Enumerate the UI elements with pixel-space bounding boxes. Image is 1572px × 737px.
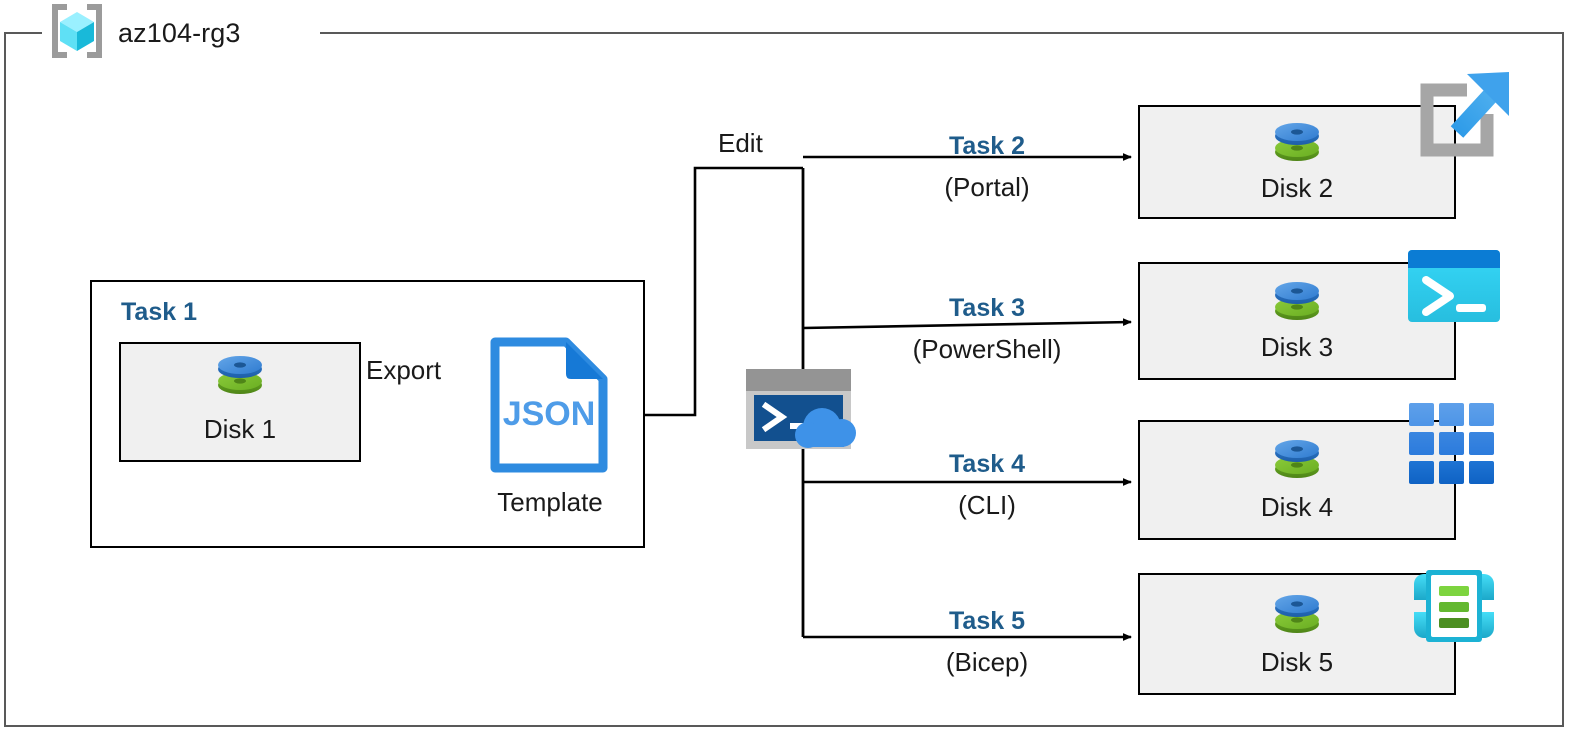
managed-disk-icon <box>1269 591 1325 650</box>
disk2-label: Disk 2 <box>1260 173 1334 203</box>
resource-group-frame <box>4 32 1564 727</box>
svg-text:JSON: JSON <box>503 395 596 433</box>
task2-tool-label: (Portal) <box>944 172 1030 202</box>
resource-group-cube-icon <box>46 2 108 65</box>
disk1-label: Disk 1 <box>203 414 277 444</box>
disk3-label: Disk 3 <box>1260 332 1334 362</box>
task3-label: Task 3 <box>949 294 1025 322</box>
disk5-box: Disk 5 <box>1138 573 1456 695</box>
disk4-label: Disk 4 <box>1260 492 1334 522</box>
json-file-icon: JSON <box>488 335 610 480</box>
task3-tool-label: (PowerShell) <box>912 334 1062 364</box>
powershell-icon <box>1406 248 1502 331</box>
cloud-shell-icon <box>742 365 867 462</box>
resource-group-badge: az104-rg3 <box>46 2 240 64</box>
export-label: Export <box>366 355 442 385</box>
azure-cli-icon <box>1408 402 1496 491</box>
bicep-icon <box>1406 558 1502 659</box>
managed-disk-icon <box>1269 119 1325 178</box>
disk2-box: Disk 2 <box>1138 105 1456 219</box>
managed-disk-icon <box>212 352 268 411</box>
task1-heading: Task 1 <box>121 298 197 326</box>
disk5-label: Disk 5 <box>1260 647 1334 677</box>
resource-group-name: az104-rg3 <box>118 17 241 48</box>
disk4-box: Disk 4 <box>1138 420 1456 540</box>
task4-tool-label: (CLI) <box>958 490 1016 520</box>
task5-tool-label: (Bicep) <box>945 647 1029 677</box>
azure-portal-icon <box>1405 62 1517 172</box>
edit-label: Edit <box>718 128 763 158</box>
task4-label: Task 4 <box>949 450 1025 478</box>
template-label: Template <box>497 487 603 517</box>
managed-disk-icon <box>1269 278 1325 337</box>
disk3-box: Disk 3 <box>1138 262 1456 380</box>
disk1-box: Disk 1 <box>119 342 361 462</box>
managed-disk-icon <box>1269 436 1325 495</box>
task2-label: Task 2 <box>949 132 1025 160</box>
task5-label: Task 5 <box>949 607 1025 635</box>
